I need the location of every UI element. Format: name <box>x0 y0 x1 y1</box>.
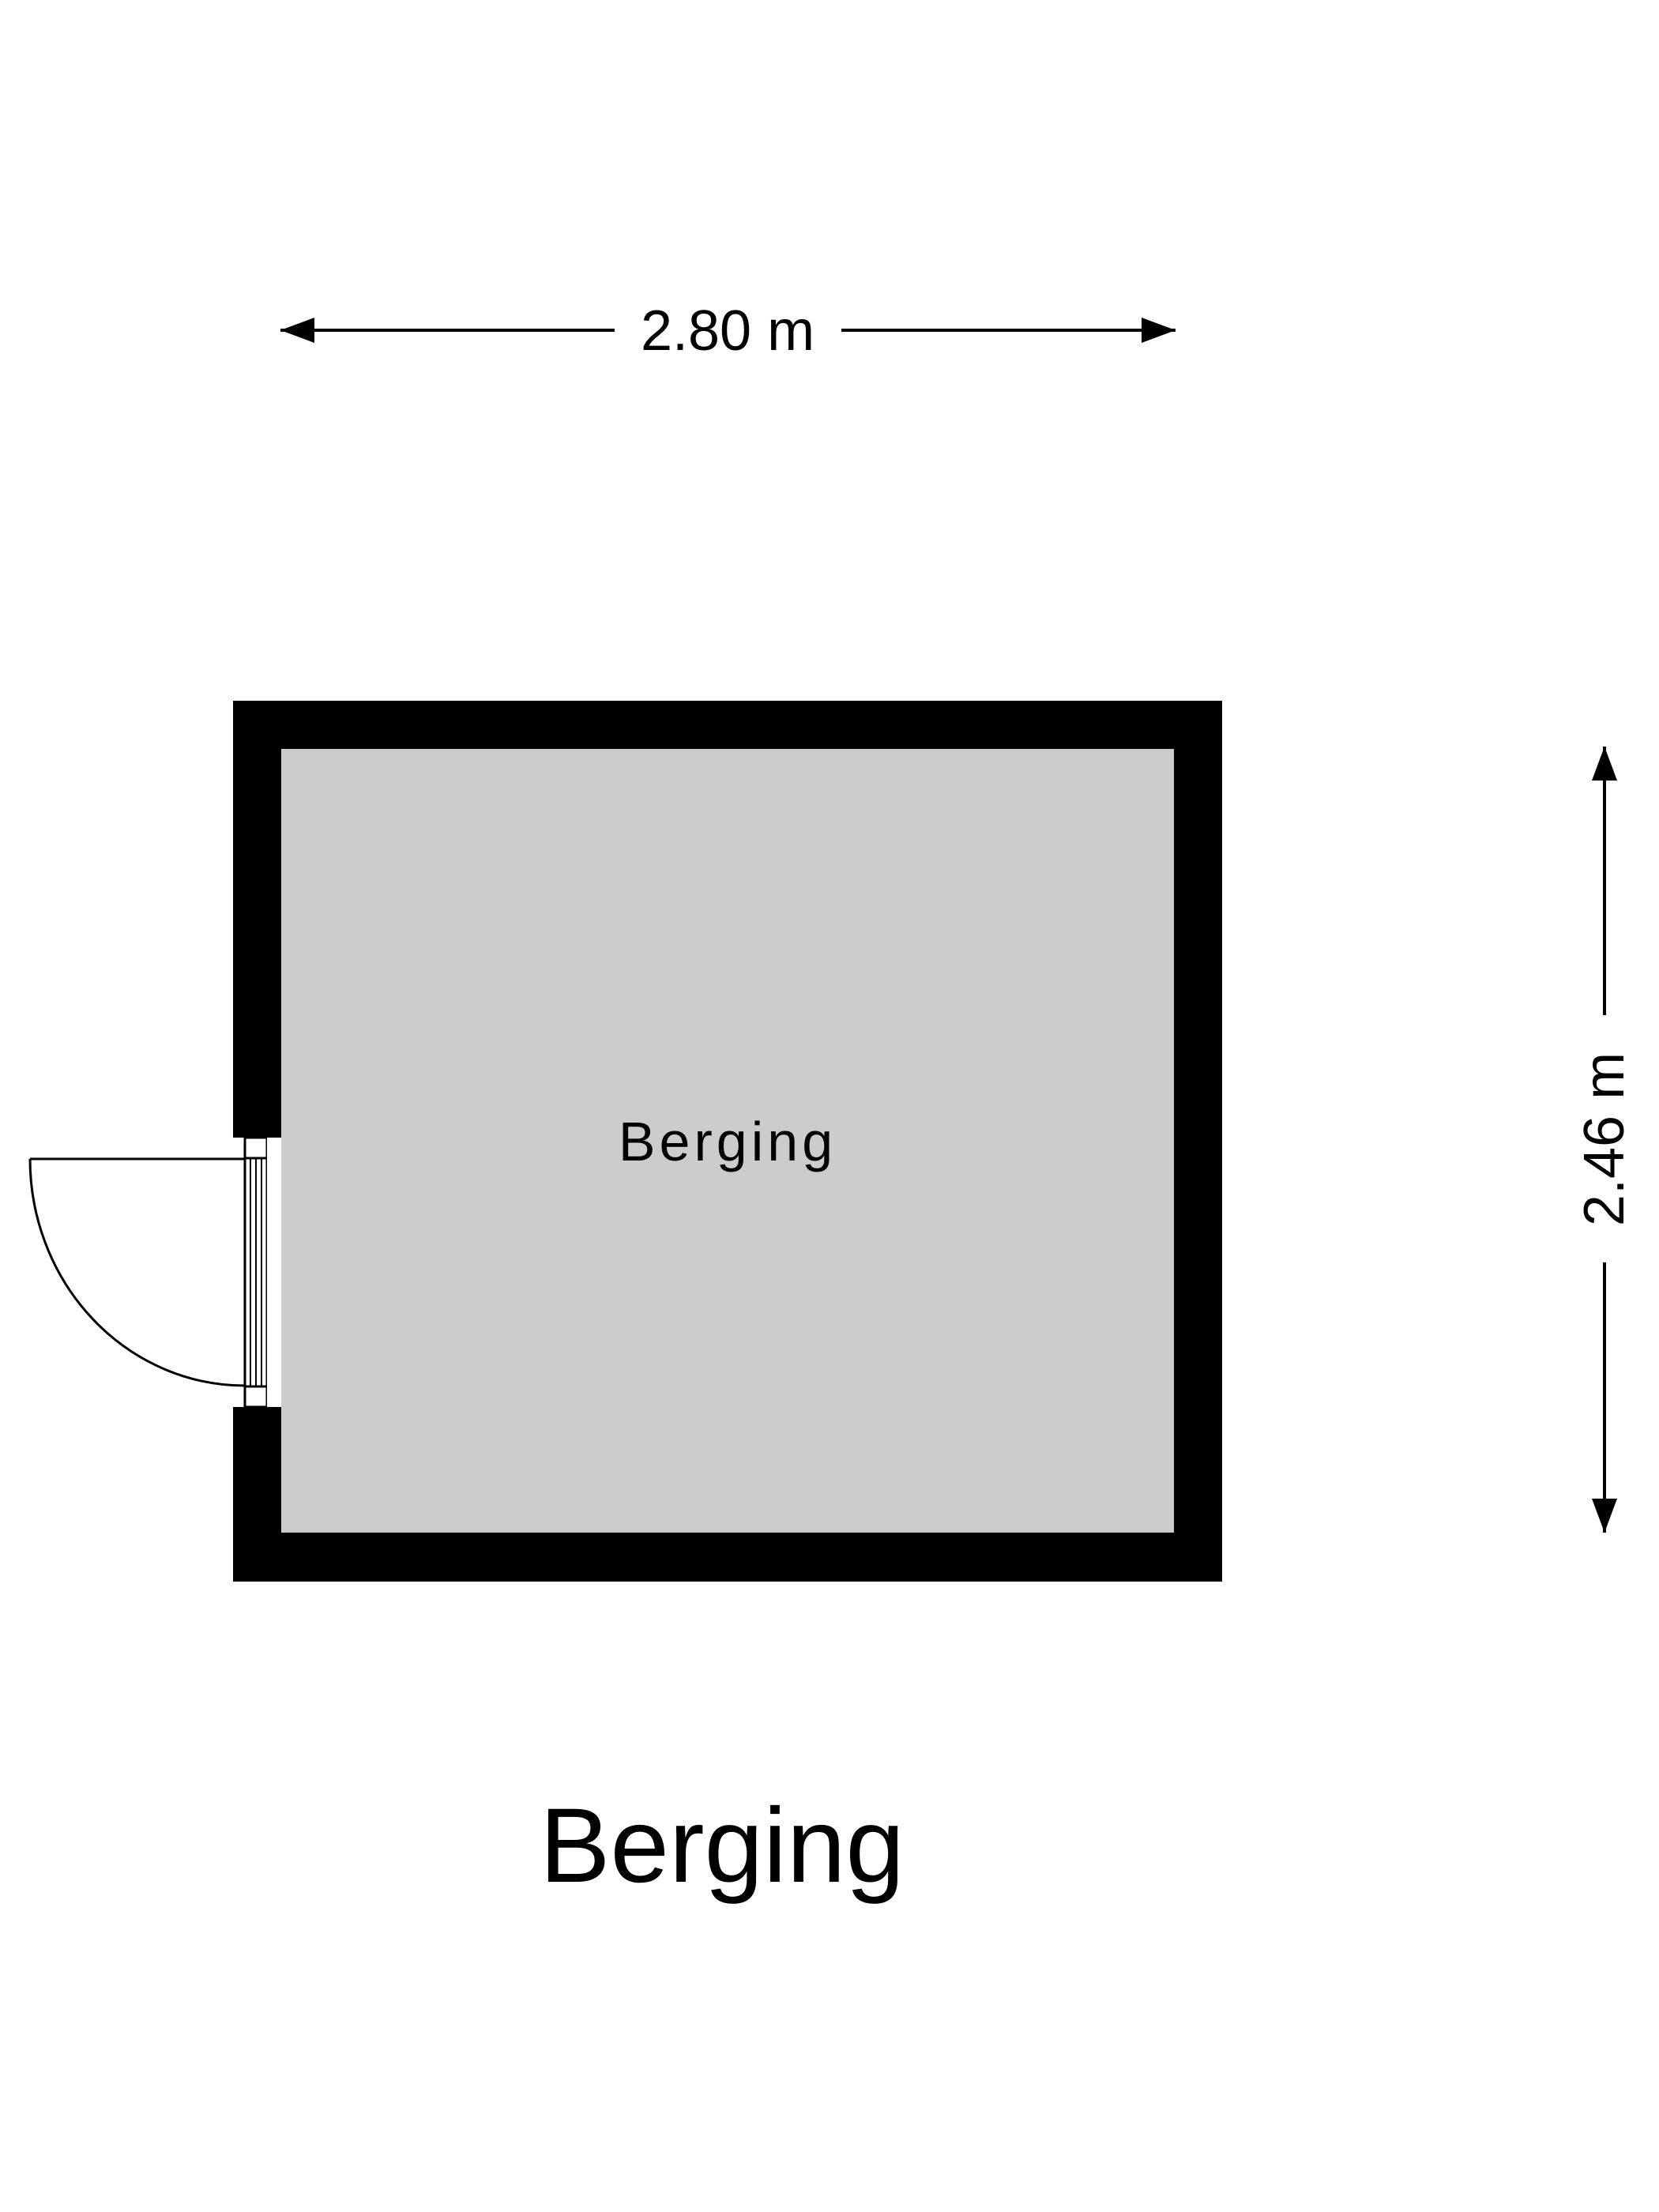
room-name-label: Berging <box>619 1111 837 1172</box>
wall-left-upper <box>233 701 281 1138</box>
height-dimension-label: 2.46 m <box>1573 1052 1636 1226</box>
height-dimension: 2.46 m <box>1573 747 1636 1533</box>
door-jamb-top <box>243 1136 269 1160</box>
width-dimension-label: 2.80 m <box>641 299 814 363</box>
door-swing <box>28 1157 246 1387</box>
room-walls <box>233 701 1222 1582</box>
door-frame <box>243 1136 281 1409</box>
wall-top <box>233 701 1222 749</box>
width-arrow-left <box>280 318 314 343</box>
width-dimension: 2.80 m <box>280 299 1176 363</box>
width-arrow-right <box>1142 318 1176 343</box>
door-jamb-bottom <box>243 1385 269 1409</box>
wall-bottom <box>233 1533 1222 1582</box>
door-swing-arc <box>28 1158 246 1387</box>
wall-right <box>1174 701 1222 1582</box>
wall-left-lower <box>233 1407 281 1582</box>
room-floor <box>281 749 1174 1533</box>
door-opening <box>267 1138 281 1407</box>
height-arrow-bottom <box>1592 1499 1617 1533</box>
height-arrow-top <box>1592 747 1617 781</box>
floor-title: Berging <box>540 1787 905 1905</box>
